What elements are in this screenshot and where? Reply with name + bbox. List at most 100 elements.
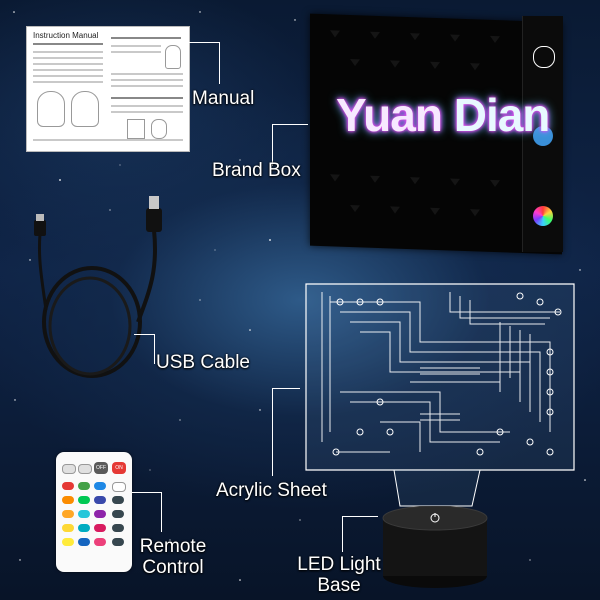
box-pattern [370,175,380,184]
brightness-down-button [78,464,92,474]
led-light-base [382,506,488,588]
manual-title: Instruction Manual [33,31,99,40]
manual-line [111,37,181,39]
remote-label: Remote Control [134,536,212,578]
remote-label-line1: Remote [139,536,207,557]
led-base-label-line2: Base [317,575,361,596]
box-pattern [450,178,460,186]
bulb-diagram-icon [165,45,181,69]
acrylic-sheet-connector [272,388,300,389]
color-button [62,510,74,518]
remote-label-line2: Control [142,557,204,578]
usb-cable [34,196,162,378]
color-button [62,524,74,532]
usb-cable-label: USB Cable [156,352,250,373]
color-button [94,510,106,518]
manual-line [111,97,183,99]
manual-line [111,51,161,53]
brand-box-side [522,16,563,252]
box-pattern [490,35,500,44]
manual-line [33,51,103,53]
manual-connector [219,42,220,84]
led-base-connector [342,516,343,552]
color-button [112,482,126,492]
acrylic-sheet [305,283,575,471]
color-button [78,510,90,518]
manual-line [111,85,183,87]
manual-line [33,75,103,77]
manual-label: Manual [192,88,255,109]
bulb-icon [533,46,555,68]
box-pattern [330,174,340,182]
box-pattern [410,33,420,41]
box-pattern [490,179,500,188]
color-button [78,524,90,532]
color-button [78,496,90,504]
remote-connector [161,492,162,532]
bulb-diagram-icon [71,91,99,127]
off-button: OFF [94,462,108,474]
brand-name-part1: Yuan [336,89,443,141]
color-button [78,482,90,490]
box-pattern [370,31,380,40]
brand-box-connector [272,124,273,166]
manual-line [33,43,103,45]
on-button: ON [112,462,126,474]
manual-line [111,73,183,75]
color-button [94,538,106,546]
usb-cable-connector [154,334,155,364]
color-button [62,482,74,490]
usb-cable-connector [134,334,154,335]
mode-button [112,538,124,546]
manual-line [33,81,103,83]
no-water-icon [151,119,167,139]
brand-box-label: Brand Box [212,160,301,181]
remote-control: OFF ON [56,452,132,572]
color-wheel-icon [533,206,553,226]
color-button [62,538,74,546]
brand-logo: Yuan Dian [336,88,551,142]
box-pattern [390,206,400,214]
color-button [78,538,90,546]
color-button [94,496,106,504]
manual-line [111,111,183,113]
box-pattern [430,61,440,70]
led-base-label-line1: LED Light [297,554,381,575]
bulb-diagram-icon [37,91,65,127]
remote-diagram-icon [127,119,145,139]
globe-icon [533,126,553,146]
color-button [62,496,74,504]
led-base-connector [342,516,378,517]
box-pattern [350,58,360,67]
box-pattern [470,209,480,217]
box-pattern [410,177,420,185]
manual-line [33,139,183,141]
led-base-label: LED Light Base [290,554,388,596]
acrylic-sheet-connector [272,388,273,476]
color-button [94,524,106,532]
box-pattern [390,60,400,68]
box-pattern [450,34,460,42]
mode-button [112,496,124,504]
brand-box-connector [272,124,308,125]
box-pattern [350,204,360,213]
box-pattern [330,30,340,38]
remote-connector [132,492,162,493]
brand-name-part2: Dian [453,89,551,141]
manual-line [33,57,103,59]
mode-button [112,510,124,518]
brightness-up-button [62,464,76,474]
instruction-manual: Instruction Manual [26,26,190,152]
color-button [94,482,106,490]
box-pattern [470,63,480,71]
manual-line [111,105,183,107]
box-pattern [430,207,440,216]
acrylic-sheet-label: Acrylic Sheet [216,480,327,501]
mode-button [112,524,124,532]
manual-line [111,45,161,47]
manual-line [33,69,103,71]
manual-line [111,79,183,81]
manual-line [33,63,103,65]
